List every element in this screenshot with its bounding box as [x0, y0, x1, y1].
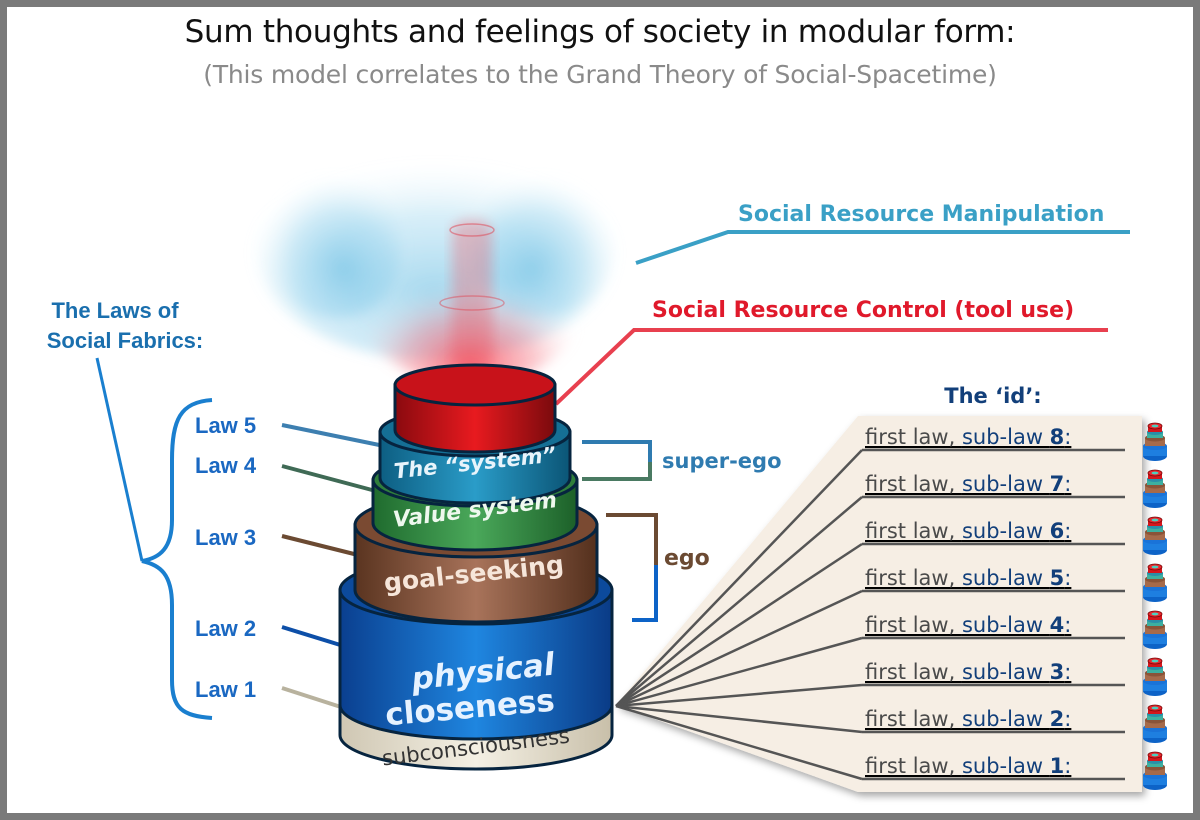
ego-label: ego	[664, 546, 710, 571]
law-3-label: Law 3	[195, 525, 256, 550]
id-row[interactable]: first law, sub-law 2:	[862, 704, 1168, 744]
id-fan-line	[615, 704, 863, 781]
id-row-label: first law, sub-law 8:	[865, 425, 1071, 449]
law-2-label: Law 2	[195, 616, 256, 641]
law-3-connector	[281, 534, 363, 558]
id-fan-line	[615, 683, 863, 708]
laws-heading-line1: The Laws of	[51, 298, 179, 323]
tower	[338, 363, 614, 771]
id-row-label: first law, sub-law 2:	[865, 707, 1071, 731]
id-row[interactable]: first law, sub-law 6:	[862, 516, 1168, 556]
mini-tower-icon	[1142, 563, 1168, 603]
law-5-label: Law 5	[195, 413, 256, 438]
laws-brace	[141, 398, 213, 720]
law-1-label: Law 1	[195, 677, 256, 702]
id-row[interactable]: first law, sub-law 7:	[862, 469, 1168, 509]
id-fan-line	[615, 449, 863, 707]
mini-tower-icon	[1142, 610, 1168, 650]
id-panel	[616, 416, 1142, 792]
id-fan-line	[615, 496, 863, 707]
mini-tower-icon	[1142, 657, 1168, 697]
law-5-connector	[281, 423, 385, 448]
laws-heading-pointer	[95, 357, 144, 562]
manipulation-leader-line	[635, 230, 1130, 265]
id-row[interactable]: first law, sub-law 4:	[862, 610, 1168, 650]
id-row-label: first law, sub-law 5:	[865, 566, 1071, 590]
mini-tower-icon	[1142, 751, 1168, 791]
control-label: Social Resource Control (tool use)	[652, 298, 1074, 323]
energy-plume	[255, 140, 617, 385]
id-row[interactable]: first law, sub-law 5:	[862, 563, 1168, 603]
tier-tool-use	[393, 363, 557, 454]
id-row[interactable]: first law, sub-law 1:	[862, 751, 1168, 791]
super-ego-label: super-ego	[662, 449, 782, 473]
id-fan-line	[615, 636, 863, 708]
super-ego-bracket	[582, 440, 652, 481]
control-leader-line	[554, 328, 1108, 406]
law-4-label: Law 4	[195, 453, 257, 478]
id-row-label: first law, sub-law 1:	[865, 754, 1071, 778]
id-fan-lines	[615, 449, 863, 781]
id-fan-line	[615, 542, 863, 708]
mini-tower-icon	[1142, 422, 1168, 462]
ego-bracket	[606, 513, 658, 565]
ego-bracket-lower	[632, 565, 658, 622]
id-fan-line	[615, 704, 863, 734]
law-1-connector	[281, 686, 345, 710]
id-row[interactable]: first law, sub-law 8:	[862, 422, 1168, 462]
mini-tower-icon	[1142, 516, 1168, 556]
id-row-label: first law, sub-law 4:	[865, 613, 1071, 637]
id-row[interactable]: first law, sub-law 3:	[862, 657, 1168, 697]
law-labels: Law 5 Law 4 Law 3 Law 2 Law 1	[195, 413, 257, 702]
mini-tower-icon	[1142, 469, 1168, 509]
id-heading: The ‘id’:	[944, 384, 1041, 408]
manipulation-label: Social Resource Manipulation	[738, 202, 1104, 227]
id-row-label: first law, sub-law 7:	[865, 472, 1071, 496]
id-row-label: first law, sub-law 6:	[865, 519, 1071, 543]
diagram-subtitle: (This model correlates to the Grand Theo…	[203, 60, 997, 89]
id-rows: first law, sub-law 8: first law, sub-law …	[862, 422, 1168, 791]
law-4-connector	[281, 464, 373, 492]
laws-heading-line2: Social Fabrics:	[47, 328, 204, 353]
mini-tower-icon	[1142, 704, 1168, 744]
id-fan-line	[615, 589, 863, 708]
diagram-title: Sum thoughts and feelings of society in …	[184, 14, 1016, 50]
super-ego-bracket-lower	[582, 462, 652, 481]
id-row-label: first law, sub-law 3:	[865, 660, 1071, 684]
